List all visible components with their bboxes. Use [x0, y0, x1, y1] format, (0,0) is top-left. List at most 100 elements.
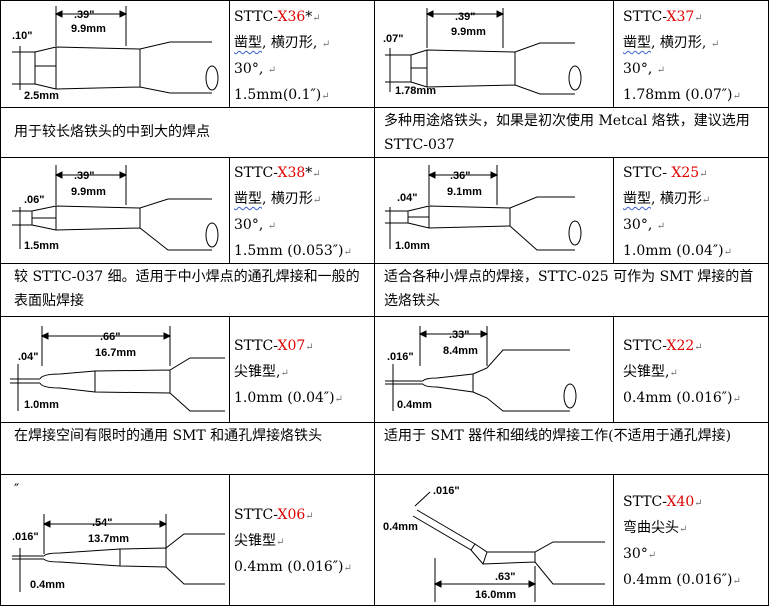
dim-length-in: .39" — [74, 170, 95, 182]
model-line: STTC-X38*↵ — [234, 165, 321, 181]
dim-width-in: .07" — [383, 33, 404, 45]
dim-length-mm: 9.9mm — [451, 26, 486, 38]
row-divider — [0, 474, 769, 475]
table-border-bottom — [0, 605, 769, 606]
shape-line: 尖锥型,↵ — [234, 364, 289, 380]
model-line: STTC-X07↵ — [234, 338, 314, 354]
tip-drawing-x07: .66" 16.7mm .04" 1.0mm — [10, 326, 225, 412]
dim-width-in: .10" — [12, 30, 33, 42]
angle-line: 30°, ↵ — [234, 217, 277, 233]
model-line: STTC- X25↵ — [623, 165, 708, 181]
dim-tip-mm: 1.0mm — [395, 240, 430, 252]
spec-cell-x25: STTC- X25↵ 凿型, 横刃形↵ 30°, ↵ 1.0mm (0.04″)… — [623, 160, 732, 264]
angle-line: 30°↵ — [623, 546, 657, 562]
shape-line: 尖锥型↵ — [234, 533, 285, 549]
dim-width-in: .016" — [433, 485, 460, 497]
shape-line: 凿型, 横刃形↵ — [234, 191, 322, 207]
dim-length-in: .33" — [449, 329, 470, 341]
stray-quote-mark: ″ — [14, 482, 20, 498]
tip-drawing-x36: .39" 9.9mm .10" 2.5mm — [12, 6, 219, 102]
column-divider-right — [613, 474, 614, 606]
table-border-left — [0, 0, 1, 606]
description-x07: 在焊接空间有限时的通用 SMT 和通孔焊接烙铁头 — [14, 428, 323, 444]
model-line: STTC-X22↵ — [623, 338, 703, 354]
dim-tip-mm: 0.4mm — [397, 399, 432, 411]
dim-length-mm: 16.0mm — [475, 589, 516, 601]
dim-tip-mm: 1.78mm — [395, 85, 436, 97]
dim-length-mm: 8.4mm — [443, 345, 478, 357]
model-line: STTC-X40↵ — [623, 494, 703, 510]
tip-drawing-x37: .39" 9.9mm .07" 1.78mm — [383, 8, 582, 97]
size-line: 1.78mm (0.07″)↵ — [623, 87, 741, 103]
row-divider — [0, 107, 769, 108]
size-line: 1.5mm (0.053″)↵ — [234, 243, 352, 259]
dim-tip-mm: 1.5mm — [24, 240, 59, 252]
dim-width-in: .016" — [387, 351, 414, 363]
column-divider-right — [613, 0, 614, 107]
description-x22: 适用于 SMT 器件和细线的焊接工作(不适用于通孔焊接) — [384, 428, 732, 444]
shape-line: 尖锥型,↵ — [623, 364, 678, 380]
dim-tip-mm: 2.5mm — [24, 90, 59, 102]
column-divider-left — [229, 0, 230, 107]
row-divider — [0, 422, 769, 423]
dim-length-in: .39" — [74, 9, 95, 21]
spec-cell-x22: STTC-X22↵ 尖锥型,↵ 0.4mm (0.016″)↵ — [623, 333, 741, 411]
dim-width-in: .016" — [12, 531, 39, 543]
column-divider-right — [613, 157, 614, 263]
shape-line: 凿型, 横刃形, ↵ — [234, 35, 331, 51]
column-divider-left — [229, 157, 230, 263]
tip-drawing-x40: .016" 0.4mm .63" 16.0mm — [383, 485, 605, 602]
size-line: 0.4mm (0.016″)↵ — [234, 559, 352, 575]
model-line: STTC-X36*↵ — [234, 9, 321, 25]
spec-cell-x38: STTC-X38*↵ 凿型, 横刃形↵ 30°, ↵ 1.5mm (0.053″… — [234, 160, 352, 264]
spec-cell-x37: STTC-X37↵ 凿型, 横刃形, ↵ 30°, ↵ 1.78mm (0.07… — [623, 4, 741, 108]
spec-cell-x36: STTC-X36*↵ 凿型, 横刃形, ↵ 30°, ↵ 1.5mm(0.1″)… — [234, 4, 330, 108]
dim-length-in: .39" — [455, 11, 476, 23]
dim-length-in: .36" — [450, 170, 471, 182]
tip-drawing-x25: .36" 9.1mm .04" 1.0mm — [385, 165, 582, 252]
row-divider — [0, 263, 769, 264]
spec-cell-x40: STTC-X40↵ 弯曲尖头↵ 30°↵ 0.4mm (0.016″)↵ — [623, 489, 741, 593]
dim-length-mm: 9.9mm — [71, 186, 106, 198]
angle-line: 30°, ↵ — [623, 61, 666, 77]
angle-line: 30°, ↵ — [234, 61, 277, 77]
column-divider-right — [613, 316, 614, 422]
angle-line: 30°, ↵ — [623, 217, 666, 233]
dim-length-mm: 13.7mm — [88, 533, 129, 545]
dim-width-in: .04" — [397, 192, 418, 204]
column-divider-left — [229, 316, 230, 422]
size-line: 1.5mm(0.1″)↵ — [234, 87, 330, 103]
shape-line: 凿型, 横刃形, ↵ — [623, 35, 720, 51]
shape-line: 凿型, 横刃形↵ — [623, 191, 711, 207]
description-x38: 较 STTC-037 细。适用于中小焊点的通孔焊接和一般的表面贴焊接 — [14, 269, 360, 309]
dim-tip-mm: 1.0mm — [24, 399, 59, 411]
tip-drawing-x22: .33" 8.4mm .016" 0.4mm — [385, 326, 577, 412]
model-line: STTC-X37↵ — [623, 9, 703, 25]
dim-length-mm: 16.7mm — [95, 347, 136, 359]
dim-length-in: .54" — [92, 517, 113, 529]
spec-cell-x06: STTC-X06↵ 尖锥型↵ 0.4mm (0.016″)↵ — [234, 502, 352, 580]
description-x37: 多种用途烙铁头，如果是初次使用 Metcal 烙铁，建议选用 STTC-037 — [384, 113, 750, 153]
model-line: STTC-X06↵ — [234, 507, 314, 523]
dim-width-in: .06" — [24, 194, 45, 206]
tip-drawing-x06: .54" 13.7mm .016" 0.4mm — [12, 514, 225, 592]
description-x36: 用于较长烙铁头的中到大的焊点 — [14, 124, 210, 140]
table-border-top — [0, 0, 769, 1]
size-line: 1.0mm (0.04″)↵ — [234, 390, 343, 406]
dim-length-mm: 9.1mm — [447, 186, 482, 198]
row-divider — [0, 316, 769, 317]
column-divider-left — [229, 474, 230, 606]
dim-tip-mm: 0.4mm — [30, 579, 65, 591]
size-line: 0.4mm (0.016″)↵ — [623, 390, 741, 406]
tip-drawing-x38: .39" 9.9mm .06" 1.5mm — [12, 165, 219, 252]
dim-width-in: .04" — [18, 351, 39, 363]
row-divider — [0, 157, 769, 158]
description-x25: 适合各种小焊点的焊接，STTC-025 可作为 SMT 焊接的首选烙铁头 — [384, 269, 754, 309]
dim-length-mm: 9.9mm — [71, 23, 106, 35]
dim-tip-mm: 0.4mm — [383, 521, 418, 533]
column-divider-center — [374, 0, 375, 606]
size-line: 0.4mm (0.016″)↵ — [623, 572, 741, 588]
dim-length-in: .66" — [100, 331, 121, 343]
size-line: 1.0mm (0.04″)↵ — [623, 243, 732, 259]
